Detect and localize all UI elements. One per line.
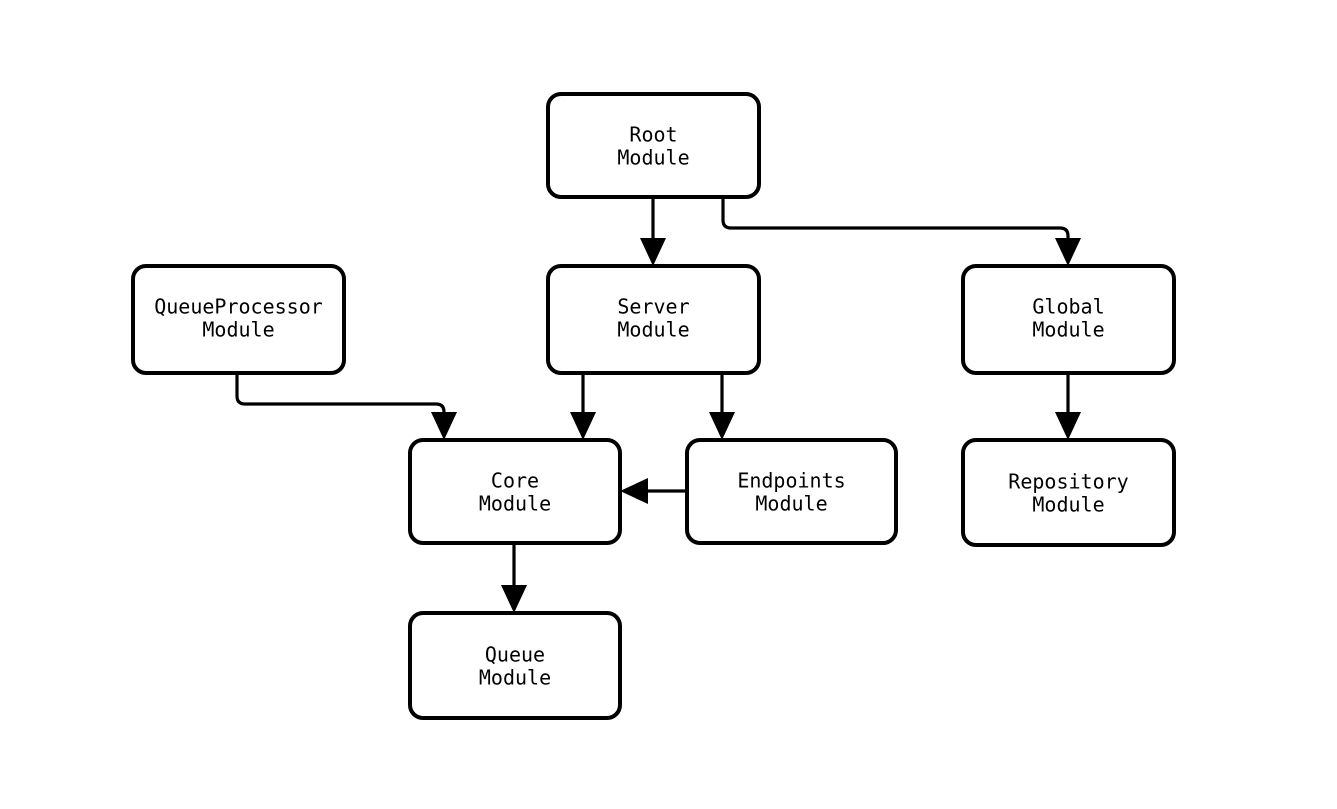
node-shape[interactable] <box>131 264 346 375</box>
node-label-line1: Global <box>1032 295 1104 319</box>
edge-line <box>235 373 446 417</box>
node-repository-module[interactable]: Repository Module <box>961 438 1176 547</box>
node-core-module[interactable]: Core Module <box>408 438 622 545</box>
arrowhead-icon <box>570 412 596 440</box>
node-label-line1: Repository <box>1008 470 1128 494</box>
arrowhead-icon <box>620 478 648 504</box>
node-label-line2: Module <box>202 318 274 342</box>
arrowhead-icon <box>640 238 666 266</box>
edge-server-to-endpoints <box>709 373 735 440</box>
edge-global-to-repository <box>1055 373 1081 440</box>
edge-layer <box>235 197 1081 613</box>
arrowhead-icon <box>709 412 735 440</box>
edge-server-to-core <box>570 373 596 440</box>
node-global-module[interactable]: Global Module <box>961 264 1176 375</box>
node-label-line2: Module <box>617 318 689 342</box>
edge-core-to-queue <box>501 543 527 613</box>
node-queueprocessor-module[interactable]: QueueProcessor Module <box>131 264 346 375</box>
node-shape[interactable] <box>685 438 898 545</box>
node-server-module[interactable]: Server Module <box>546 264 761 375</box>
node-label-line1: Endpoints <box>737 469 845 493</box>
edge-queueprocessor-to-core <box>235 373 457 440</box>
node-label-line1: Server <box>617 295 689 319</box>
node-shape[interactable] <box>546 92 761 199</box>
node-shape[interactable] <box>546 264 761 375</box>
arrowhead-icon <box>1055 412 1081 440</box>
node-label-line2: Module <box>1032 318 1104 342</box>
node-shape[interactable] <box>961 264 1176 375</box>
node-shape[interactable] <box>961 438 1176 547</box>
arrowhead-icon <box>431 412 457 440</box>
edge-endpoints-to-core <box>620 478 687 504</box>
node-endpoints-module[interactable]: Endpoints Module <box>685 438 898 545</box>
edge-line <box>721 197 1070 243</box>
node-label-line1: Root <box>629 123 677 147</box>
node-label-line2: Module <box>479 666 551 690</box>
node-layer: Root Module QueueProcessor Module Server… <box>131 92 1176 720</box>
node-label-line2: Module <box>755 492 827 516</box>
node-label-line1: Core <box>491 469 539 493</box>
node-shape[interactable] <box>408 438 622 545</box>
arrowhead-icon <box>1055 238 1081 266</box>
node-label-line1: QueueProcessor <box>154 295 323 319</box>
node-label-line2: Module <box>617 146 689 170</box>
node-label-line2: Module <box>479 492 551 516</box>
node-label-line1: Queue <box>485 643 545 667</box>
node-shape[interactable] <box>408 611 622 720</box>
arrowhead-icon <box>501 585 527 613</box>
edge-root-to-global <box>721 197 1081 266</box>
node-root-module[interactable]: Root Module <box>546 92 761 199</box>
edge-root-to-server <box>640 197 666 266</box>
node-queue-module[interactable]: Queue Module <box>408 611 622 720</box>
node-label-line2: Module <box>1032 493 1104 517</box>
